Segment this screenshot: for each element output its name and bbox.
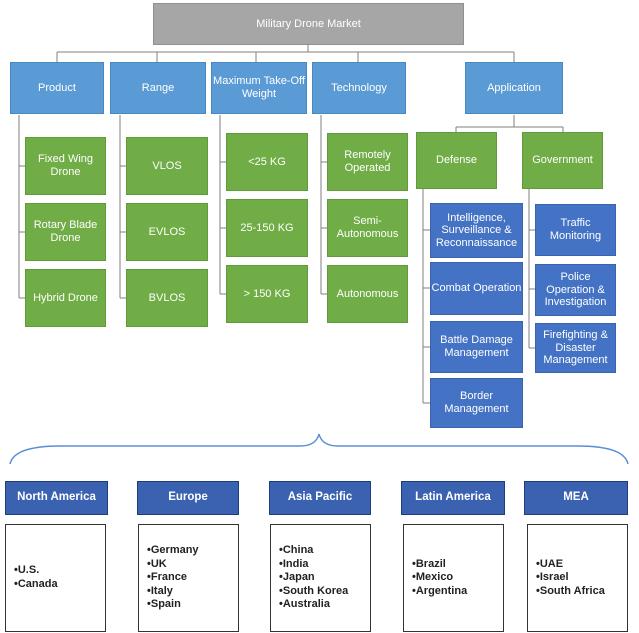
region-countries-north-america: U.S. Canada bbox=[5, 524, 106, 632]
country-item: Italy bbox=[147, 585, 199, 599]
region-name: MEA bbox=[563, 491, 589, 504]
product-item: Fixed Wing Drone bbox=[25, 137, 106, 195]
country-item: Canada bbox=[14, 578, 58, 592]
region-countries-europe: Germany UK France Italy Spain bbox=[138, 524, 239, 632]
government-item: Police Operation & Investigation bbox=[535, 264, 616, 316]
government-item-label: Firefighting & Disaster Management bbox=[543, 329, 608, 367]
government-item-label: Traffic Monitoring bbox=[549, 217, 602, 242]
range-item: VLOS bbox=[126, 137, 208, 195]
technology-item-label: Remotely Operated bbox=[344, 149, 391, 174]
region-countries-mea: UAE Israel South Africa bbox=[527, 524, 628, 632]
region-mea: MEA bbox=[524, 481, 628, 515]
country-item: South Korea bbox=[279, 585, 348, 599]
range-item: EVLOS bbox=[126, 203, 208, 261]
region-name: Europe bbox=[168, 491, 208, 504]
weight-item-label: <25 KG bbox=[248, 155, 286, 168]
country-item: India bbox=[279, 558, 348, 572]
government-item-label: Police Operation & Investigation bbox=[544, 271, 607, 309]
technology-item: Remotely Operated bbox=[327, 133, 408, 191]
country-item: UAE bbox=[536, 558, 605, 572]
defense-item-label: Intelligence, Surveillance & Reconnaissa… bbox=[435, 211, 518, 249]
country-item: Australia bbox=[279, 598, 348, 612]
category-weight-label: Maximum Take-Off Weight bbox=[213, 75, 305, 100]
defense-label: Defense bbox=[436, 154, 477, 167]
region-countries-asia-pacific: China India Japan South Korea Australia bbox=[270, 524, 371, 632]
country-item: Brazil bbox=[412, 558, 467, 572]
defense-item: Intelligence, Surveillance & Reconnaissa… bbox=[430, 203, 523, 258]
category-technology: Technology bbox=[312, 62, 406, 114]
defense-item: Combat Operation bbox=[430, 262, 523, 315]
category-application-label: Application bbox=[487, 81, 541, 94]
government-item: Traffic Monitoring bbox=[535, 204, 616, 256]
region-europe: Europe bbox=[137, 481, 239, 515]
range-item-label: VLOS bbox=[152, 159, 182, 172]
country-item: UK bbox=[147, 558, 199, 572]
technology-item: Semi-Autonomous bbox=[327, 199, 408, 257]
range-item-label: EVLOS bbox=[148, 225, 186, 238]
technology-item-label: Autonomous bbox=[336, 287, 399, 300]
defense-item-label: Border Management bbox=[444, 390, 509, 415]
country-item: Japan bbox=[279, 571, 348, 585]
country-item: Israel bbox=[536, 571, 605, 585]
defense-item-label: Combat Operation bbox=[431, 282, 522, 295]
product-item-label: Fixed Wing Drone bbox=[37, 153, 94, 178]
region-bracket bbox=[9, 433, 629, 465]
weight-item: <25 KG bbox=[226, 133, 308, 191]
category-range-label: Range bbox=[141, 81, 175, 94]
weight-item: > 150 KG bbox=[226, 265, 308, 323]
country-item: Argentina bbox=[412, 585, 467, 599]
defense-item: Border Management bbox=[430, 378, 523, 428]
weight-item-label: > 150 KG bbox=[243, 287, 291, 300]
country-item: U.S. bbox=[14, 564, 58, 578]
defense-item-label: Battle Damage Management bbox=[440, 334, 513, 359]
region-north-america: North America bbox=[5, 481, 108, 515]
region-name: Asia Pacific bbox=[287, 491, 353, 504]
category-max-takeoff-weight: Maximum Take-Off Weight bbox=[211, 62, 307, 114]
region-asia-pacific: Asia Pacific bbox=[269, 481, 371, 515]
range-item-label: BVLOS bbox=[148, 291, 186, 304]
government-label: Government bbox=[532, 154, 593, 167]
technology-item-label: Semi-Autonomous bbox=[336, 215, 399, 240]
region-countries-latin-america: Brazil Mexico Argentina bbox=[403, 524, 504, 632]
root-title: Military Drone Market bbox=[256, 17, 361, 30]
region-name: Latin America bbox=[415, 491, 491, 504]
country-item: France bbox=[147, 571, 199, 585]
category-range: Range bbox=[110, 62, 206, 114]
category-application: Application bbox=[465, 62, 563, 114]
country-item: South Africa bbox=[536, 585, 605, 599]
region-name: North America bbox=[17, 491, 96, 504]
country-item: Mexico bbox=[412, 571, 467, 585]
category-product-label: Product bbox=[38, 81, 76, 94]
product-item: Hybrid Drone bbox=[25, 269, 106, 327]
application-government: Government bbox=[522, 132, 603, 189]
product-item-label: Hybrid Drone bbox=[33, 291, 98, 304]
root-military-drone-market: Military Drone Market bbox=[153, 3, 464, 45]
product-item-label: Rotary Blade Drone bbox=[33, 219, 98, 244]
weight-item: 25-150 KG bbox=[226, 199, 308, 257]
country-item: Germany bbox=[147, 544, 199, 558]
technology-item: Autonomous bbox=[327, 265, 408, 323]
government-item: Firefighting & Disaster Management bbox=[535, 323, 616, 373]
application-defense: Defense bbox=[416, 132, 497, 189]
country-item: Spain bbox=[147, 598, 199, 612]
weight-item-label: 25-150 KG bbox=[240, 221, 294, 234]
region-latin-america: Latin America bbox=[401, 481, 505, 515]
country-item: China bbox=[279, 544, 348, 558]
product-item: Rotary Blade Drone bbox=[25, 203, 106, 261]
category-technology-label: Technology bbox=[331, 81, 387, 94]
defense-item: Battle Damage Management bbox=[430, 321, 523, 373]
category-product: Product bbox=[10, 62, 104, 114]
range-item: BVLOS bbox=[126, 269, 208, 327]
